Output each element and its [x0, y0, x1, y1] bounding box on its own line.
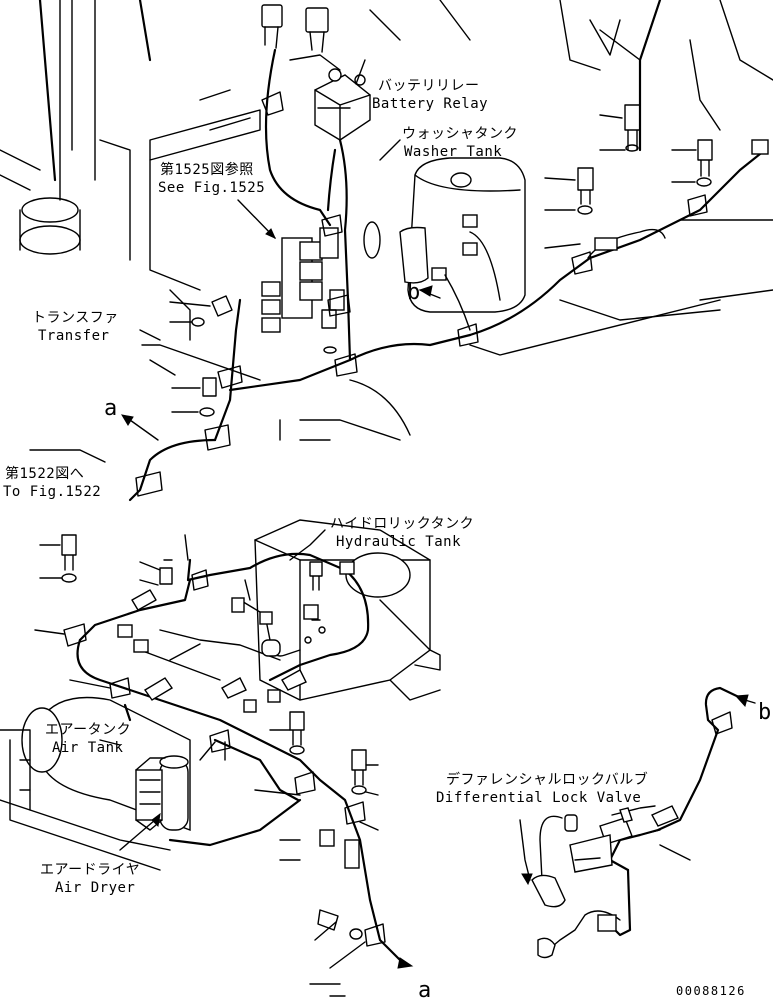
washer-tank	[399, 157, 526, 313]
ref-a-top: a	[104, 396, 118, 421]
hydraulic-tank	[254, 519, 441, 701]
ref-b-right: b	[758, 700, 772, 725]
to-fig-label-en: To Fig.1522	[3, 484, 102, 500]
hydraulic-tank-label-en: Hydraulic Tank	[336, 534, 462, 550]
washer-tank-label-en: Washer Tank	[404, 144, 503, 160]
machine-frame-outline	[0, 0, 773, 441]
to-fig-label-jp: 第1522図へ	[5, 466, 85, 482]
air-dryer-label-jp: エアードライヤ	[40, 862, 141, 878]
drawing-number: 00088126	[676, 984, 746, 998]
air-tank-label-jp: エアータンク	[45, 722, 132, 738]
transfer-label-en: Transfer	[38, 328, 110, 344]
hydraulic-tank-label-jp: ハイドロリックタンク	[330, 516, 475, 532]
see-fig-label-jp: 第1525図参照	[160, 162, 254, 178]
battery-relay	[261, 4, 371, 141]
diff-lock-valve-label-en: Differential Lock Valve	[436, 790, 642, 806]
diff-lock-valve-label-jp: デファレンシャルロックバルブ	[446, 772, 649, 788]
ref-b-top: b	[407, 280, 421, 305]
air-dryer	[135, 755, 189, 831]
washer-tank-label-jp: ウォッシャタンク	[402, 126, 518, 142]
air-dryer-label-en: Air Dryer	[55, 880, 136, 896]
differential-lock-valve	[519, 686, 756, 959]
transfer-label-jp: トランスファ	[32, 310, 119, 326]
air-tank-label-en: Air Tank	[52, 740, 124, 756]
see-fig-label-en: See Fig.1525	[158, 180, 266, 196]
connector-block	[261, 221, 381, 333]
main-harness-bottom	[34, 529, 414, 997]
battery-relay-label-en: Battery Relay	[372, 96, 489, 112]
battery-relay-label-jp: バッテリリレー	[378, 78, 480, 94]
main-harness-top	[29, 48, 769, 502]
ref-a-bottom: a	[418, 978, 432, 1003]
